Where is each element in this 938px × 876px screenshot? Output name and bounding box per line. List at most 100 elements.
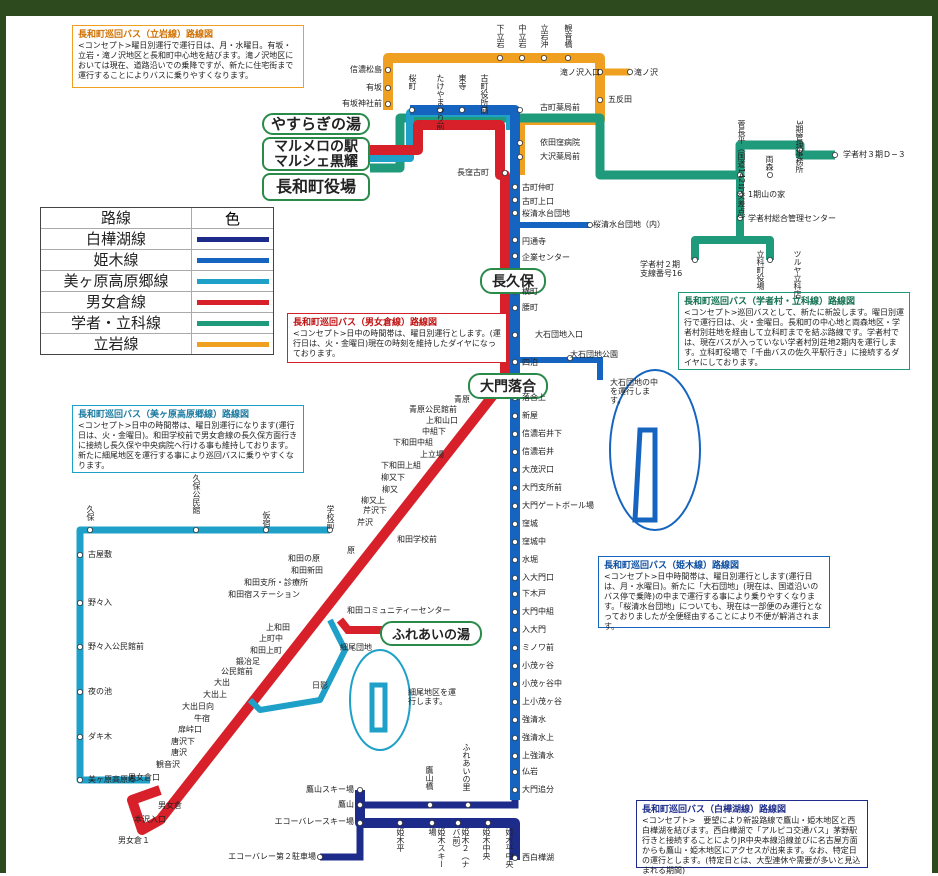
legend-row: 男女倉線 bbox=[41, 291, 273, 312]
station-dot bbox=[428, 820, 435, 827]
station-dot bbox=[436, 107, 443, 114]
station-label: 桜町 bbox=[408, 74, 417, 90]
station-label: 和田新田 bbox=[291, 566, 323, 575]
legend-name: 美ヶ原高原郷線 bbox=[41, 271, 192, 291]
station-dot bbox=[512, 735, 519, 742]
station-label: 五反田 bbox=[608, 95, 632, 104]
station-label: 上立場 bbox=[420, 450, 444, 459]
station-label: 依田窪病院 bbox=[540, 138, 580, 147]
station-label: ダキ木 bbox=[88, 732, 112, 741]
station-label: 大門中組 bbox=[522, 607, 554, 616]
station-dot bbox=[384, 85, 391, 92]
station-dot bbox=[567, 354, 574, 361]
station-dot bbox=[627, 69, 634, 76]
station-label: 上強清水 bbox=[522, 751, 554, 760]
station-dot bbox=[454, 820, 461, 827]
station-label: 仮宿 bbox=[262, 511, 271, 527]
station-label: 両森 bbox=[765, 155, 774, 171]
station-label: 柳又下 bbox=[381, 473, 405, 482]
station-label: 細尾団地 bbox=[340, 643, 372, 652]
station-label: 下和田中組 bbox=[393, 438, 433, 447]
station-dot bbox=[517, 139, 524, 146]
station-label: 桜清水台団地 bbox=[522, 209, 570, 218]
station-dot bbox=[77, 644, 84, 651]
info-box-tateiwa: 長和町巡回バス（立岩線）路線図 <コンセプト>曜日別運行で運行日は、月・水曜日。… bbox=[72, 25, 304, 88]
legend-row: 姫木線 bbox=[41, 249, 273, 270]
station-label: 男女倉 bbox=[158, 801, 182, 810]
station-dot bbox=[262, 527, 269, 534]
station-label: 和田上町 bbox=[250, 646, 282, 655]
station-dot bbox=[512, 304, 519, 311]
station-label: 小茂ヶ谷 bbox=[522, 661, 554, 670]
station-label: 長窪古町 bbox=[457, 168, 489, 177]
station-dot bbox=[384, 67, 391, 74]
station-dot bbox=[512, 769, 519, 776]
station-label: 上町中 bbox=[259, 634, 283, 643]
station-label: 野々入 bbox=[88, 598, 112, 607]
station-label: 3期管理事務所 bbox=[795, 120, 804, 174]
station-dot bbox=[597, 97, 604, 104]
station-label: 男女倉１ bbox=[118, 836, 150, 845]
station-label: 姫木スキー場 bbox=[428, 828, 446, 868]
station-label: 大沢薬局前 bbox=[540, 152, 580, 161]
station-label: 上和田 bbox=[266, 623, 290, 632]
station-label: 柳又上 bbox=[361, 496, 385, 505]
info-body: <コンセプト>日中の時間帯は、曜日別運行になります(運行日は、火・金曜日)。和田… bbox=[78, 421, 298, 470]
station-label: 観音沢 bbox=[156, 760, 180, 769]
landmark-daimon: 大門落合 bbox=[468, 373, 548, 399]
station-dot bbox=[512, 591, 519, 598]
station-label: 大出日向 bbox=[182, 702, 214, 711]
right-border bbox=[932, 0, 938, 873]
landmark-yakuba: 長和町役場 bbox=[262, 173, 370, 201]
station-label: 入大門 bbox=[522, 625, 546, 634]
station-label: 西白樺湖 bbox=[522, 853, 554, 862]
station-label: 扉峠口 bbox=[178, 725, 202, 734]
station-label: 桜清水台団地（内） bbox=[593, 220, 665, 229]
legend-row: 立岩線 bbox=[41, 333, 273, 354]
station-label: 大出上 bbox=[203, 690, 227, 699]
station-dot bbox=[512, 412, 519, 419]
info-box-gakusha: 長和町巡回バス（学者村・立科線）路線図 <コンセプト>巡回バスとして、新たに新設… bbox=[678, 292, 910, 370]
station-dot bbox=[692, 256, 699, 263]
station-label: 古屋敷 bbox=[88, 550, 112, 559]
station-label: 信濃岩井 bbox=[522, 447, 554, 456]
legend-header-route: 路線 bbox=[41, 208, 192, 228]
landmark-yasuragi: やすらぎの湯 bbox=[262, 113, 370, 135]
station-label: 下和田上組 bbox=[381, 461, 421, 470]
station-label: 窪城 bbox=[522, 519, 538, 528]
legend-swatch bbox=[196, 278, 269, 284]
station-dot bbox=[797, 146, 804, 153]
station-dot bbox=[512, 331, 519, 338]
station-dot bbox=[356, 802, 363, 809]
station-label: 上小茂ヶ谷 bbox=[522, 697, 562, 706]
station-label: 立科町役場 bbox=[756, 250, 765, 290]
station-label: 鷹山スキー場 bbox=[306, 785, 354, 794]
station-dot bbox=[512, 575, 519, 582]
station-label: 大石団地公園 bbox=[570, 350, 618, 359]
legend-swatch bbox=[196, 236, 269, 242]
station-dot bbox=[512, 855, 519, 862]
route-gakusha-branch bbox=[691, 175, 744, 260]
station-dot bbox=[464, 802, 471, 809]
station-label: 古町上口 bbox=[522, 197, 554, 206]
station-dot bbox=[597, 69, 604, 76]
info-body: <コンセプト>日中の時間帯は、曜日別運行とします。(運行日は、火・金曜日)現在の… bbox=[293, 329, 501, 358]
hosoo-loop bbox=[369, 682, 388, 733]
station-dot bbox=[832, 151, 839, 158]
station-dot bbox=[512, 753, 519, 760]
route-utsukushi-hosoo bbox=[247, 618, 348, 713]
info-title: 長和町巡回バス（白樺湖線）路線図 bbox=[642, 805, 787, 815]
info-title: 長和町巡回バス（男女倉線）路線図 bbox=[293, 318, 438, 328]
station-label: 企業センター bbox=[522, 253, 570, 262]
station-label: 滝ノ沢 bbox=[634, 68, 658, 77]
legend-name: 姫木線 bbox=[41, 250, 192, 270]
station-dot bbox=[512, 717, 519, 724]
legend-name: 白樺湖線 bbox=[41, 229, 192, 249]
station-dot bbox=[767, 256, 774, 263]
station-label: 窪城中 bbox=[522, 537, 546, 546]
station-dot bbox=[316, 854, 323, 861]
legend-swatch bbox=[196, 320, 269, 326]
station-label: 1期山の家 bbox=[748, 190, 786, 199]
station-dot bbox=[77, 734, 84, 741]
